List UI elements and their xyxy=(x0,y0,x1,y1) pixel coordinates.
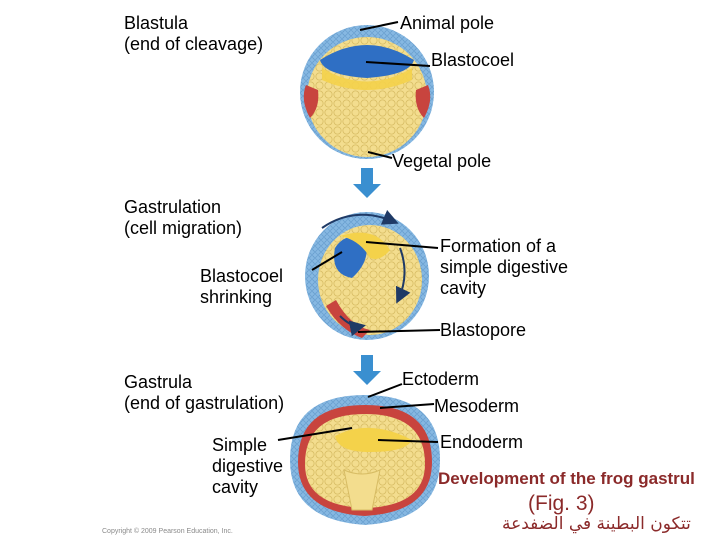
leader-simple-digestive-cavity xyxy=(277,427,353,441)
stage-label-gastrula: Gastrula (end of gastrulation) xyxy=(124,372,285,413)
leader-vegetal-pole xyxy=(367,151,393,159)
leader-blastocoel xyxy=(365,61,431,67)
gastrulation-embryo xyxy=(305,209,429,340)
label-animal-pole: Animal pole xyxy=(400,13,495,33)
label-blastocoel-shrinking: Blastocoel shrinking xyxy=(200,266,284,307)
stage-label-gastrulation: Gastrulation (cell migration) xyxy=(124,197,243,238)
leader-blastopore xyxy=(357,329,441,333)
label-formation-digestive-cavity: Formation of a simple digestive cavity xyxy=(440,236,569,298)
gastrulation-movement-arrow-right xyxy=(395,247,411,304)
blastula-embryo xyxy=(300,25,434,159)
blastula-mesoderm-left xyxy=(303,85,319,118)
copyright-notice: Copyright © 2009 Pearson Education, Inc. xyxy=(102,528,233,535)
gastrula-embryo xyxy=(290,395,440,525)
label-mesoderm: Mesoderm xyxy=(434,396,520,416)
gastrula-digestive-cavity xyxy=(335,427,412,452)
leader-mesoderm xyxy=(379,403,435,409)
blastula-mesoderm-right xyxy=(415,85,431,118)
leader-ectoderm xyxy=(367,383,403,398)
gastrulation-movement-arrow-top xyxy=(321,209,399,229)
label-simple-digestive-cavity: Simple digestive cavity xyxy=(212,435,284,497)
stage-arrow-2 xyxy=(353,355,381,385)
leader-blastocoel-shrinking xyxy=(311,251,343,271)
title-figure-number: (Fig. 3) xyxy=(528,492,595,515)
gastrulation-blastocoel xyxy=(334,236,367,278)
title-arabic: تتكون البطينة في الضفدعة xyxy=(502,514,691,534)
label-vegetal-pole: Vegetal pole xyxy=(392,151,492,171)
leader-animal-pole xyxy=(359,21,399,31)
label-endoderm: Endoderm xyxy=(440,432,524,452)
leader-formation-digestive-cavity xyxy=(365,241,439,249)
label-ectoderm: Ectoderm xyxy=(402,369,480,389)
stage-arrow-1 xyxy=(353,168,381,198)
title-english: Development of the frog gastrul xyxy=(438,469,695,488)
label-blastocoel: Blastocoel xyxy=(431,50,515,70)
stage-label-blastula: Blastula (end of cleavage) xyxy=(124,13,264,54)
leader-endoderm xyxy=(377,439,439,443)
label-blastopore: Blastopore xyxy=(440,320,527,340)
gastrulation-movement-arrow-bottom xyxy=(339,315,366,337)
